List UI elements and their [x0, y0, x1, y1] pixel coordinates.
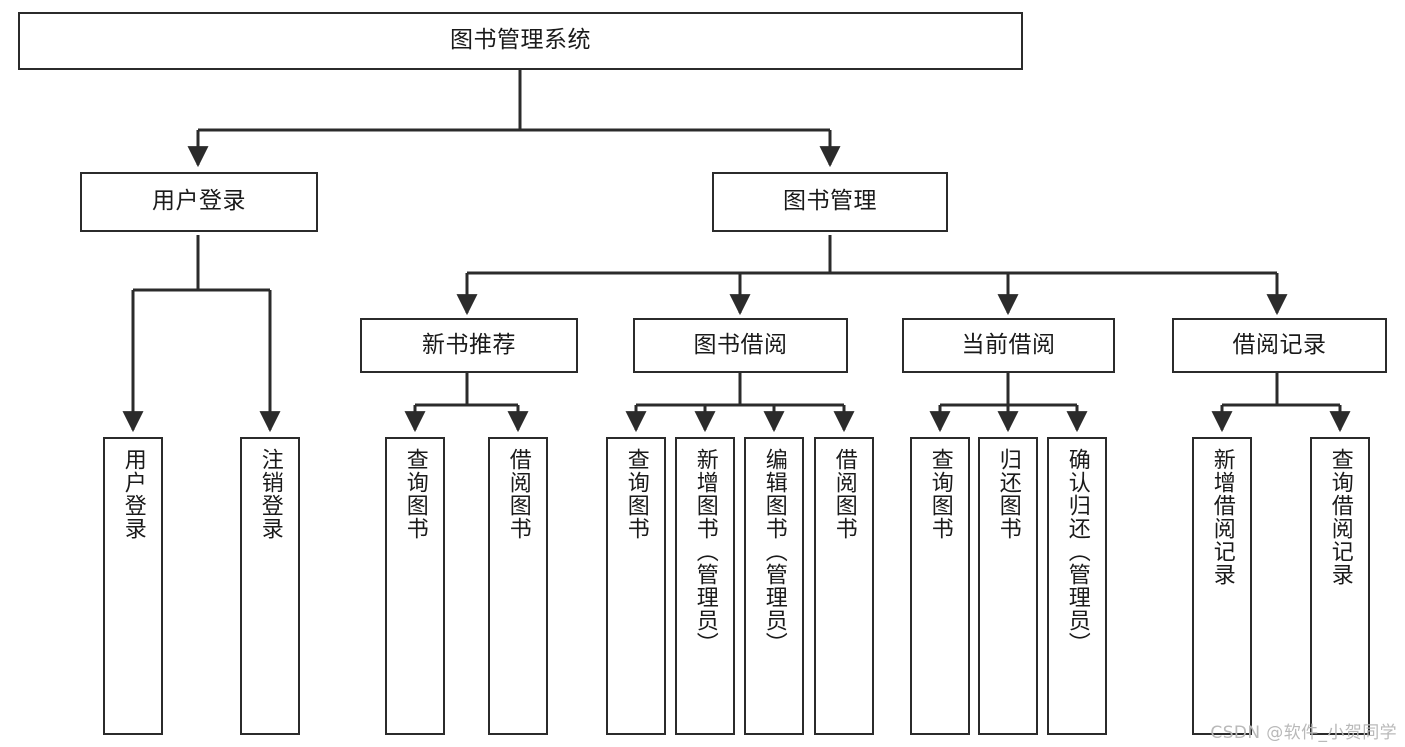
leaf-new-books-borrow-book-label: 借阅图书	[505, 448, 531, 540]
leaf-user-logout[interactable]: 注销登录	[240, 437, 300, 735]
leaf-new-books-borrow-book[interactable]: 借阅图书	[488, 437, 548, 735]
node-book-borrow[interactable]: 图书借阅	[633, 318, 848, 373]
node-current-borrow-label: 当前借阅	[961, 331, 1056, 358]
node-root-label: 图书管理系统	[450, 27, 591, 54]
leaf-borrow-add-book[interactable]: 新增图书（管理员）	[675, 437, 735, 735]
leaf-records-add-record-label: 新增借阅记录	[1209, 448, 1235, 586]
leaf-user-login[interactable]: 用户登录	[103, 437, 163, 735]
leaf-records-add-record[interactable]: 新增借阅记录	[1192, 437, 1252, 735]
node-book-management[interactable]: 图书管理	[712, 172, 948, 232]
leaf-new-books-query-book[interactable]: 查询图书	[385, 437, 445, 735]
node-user-login-label: 用户登录	[152, 188, 246, 215]
leaf-borrow-lend-book-label: 借阅图书	[831, 448, 857, 540]
node-borrow-records-label: 借阅记录	[1232, 331, 1327, 358]
leaf-borrow-query-book-label: 查询图书	[623, 448, 649, 540]
leaf-current-return-book-label: 归还图书	[995, 448, 1021, 540]
node-book-borrow-label: 图书借阅	[693, 331, 788, 358]
csdn-watermark: CSDN @软件_小贺同学	[1210, 723, 1397, 743]
leaf-current-confirm-return[interactable]: 确认归还（管理员）	[1047, 437, 1107, 735]
leaf-borrow-query-book[interactable]: 查询图书	[606, 437, 666, 735]
leaf-borrow-edit-book[interactable]: 编辑图书（管理员）	[744, 437, 804, 735]
leaf-current-confirm-return-label: 确认归还（管理员）	[1064, 448, 1090, 655]
leaf-current-return-book[interactable]: 归还图书	[978, 437, 1038, 735]
node-new-book-recommend[interactable]: 新书推荐	[360, 318, 578, 373]
node-user-login[interactable]: 用户登录	[80, 172, 318, 232]
node-root[interactable]: 图书管理系统	[18, 12, 1023, 70]
leaf-records-query-record[interactable]: 查询借阅记录	[1310, 437, 1370, 735]
leaf-user-login-label: 用户登录	[120, 448, 146, 540]
node-borrow-records[interactable]: 借阅记录	[1172, 318, 1387, 373]
leaf-records-query-record-label: 查询借阅记录	[1327, 448, 1353, 586]
leaf-current-query-book-label: 查询图书	[927, 448, 953, 540]
node-new-book-recommend-label: 新书推荐	[422, 331, 516, 358]
node-current-borrow[interactable]: 当前借阅	[902, 318, 1115, 373]
leaf-current-query-book[interactable]: 查询图书	[910, 437, 970, 735]
leaf-borrow-edit-book-label: 编辑图书（管理员）	[761, 448, 787, 655]
leaf-borrow-lend-book[interactable]: 借阅图书	[814, 437, 874, 735]
leaf-user-logout-label: 注销登录	[257, 448, 283, 540]
leaf-borrow-add-book-label: 新增图书（管理员）	[692, 448, 718, 655]
leaf-new-books-query-book-label: 查询图书	[402, 448, 428, 540]
node-book-management-label: 图书管理	[783, 188, 877, 215]
